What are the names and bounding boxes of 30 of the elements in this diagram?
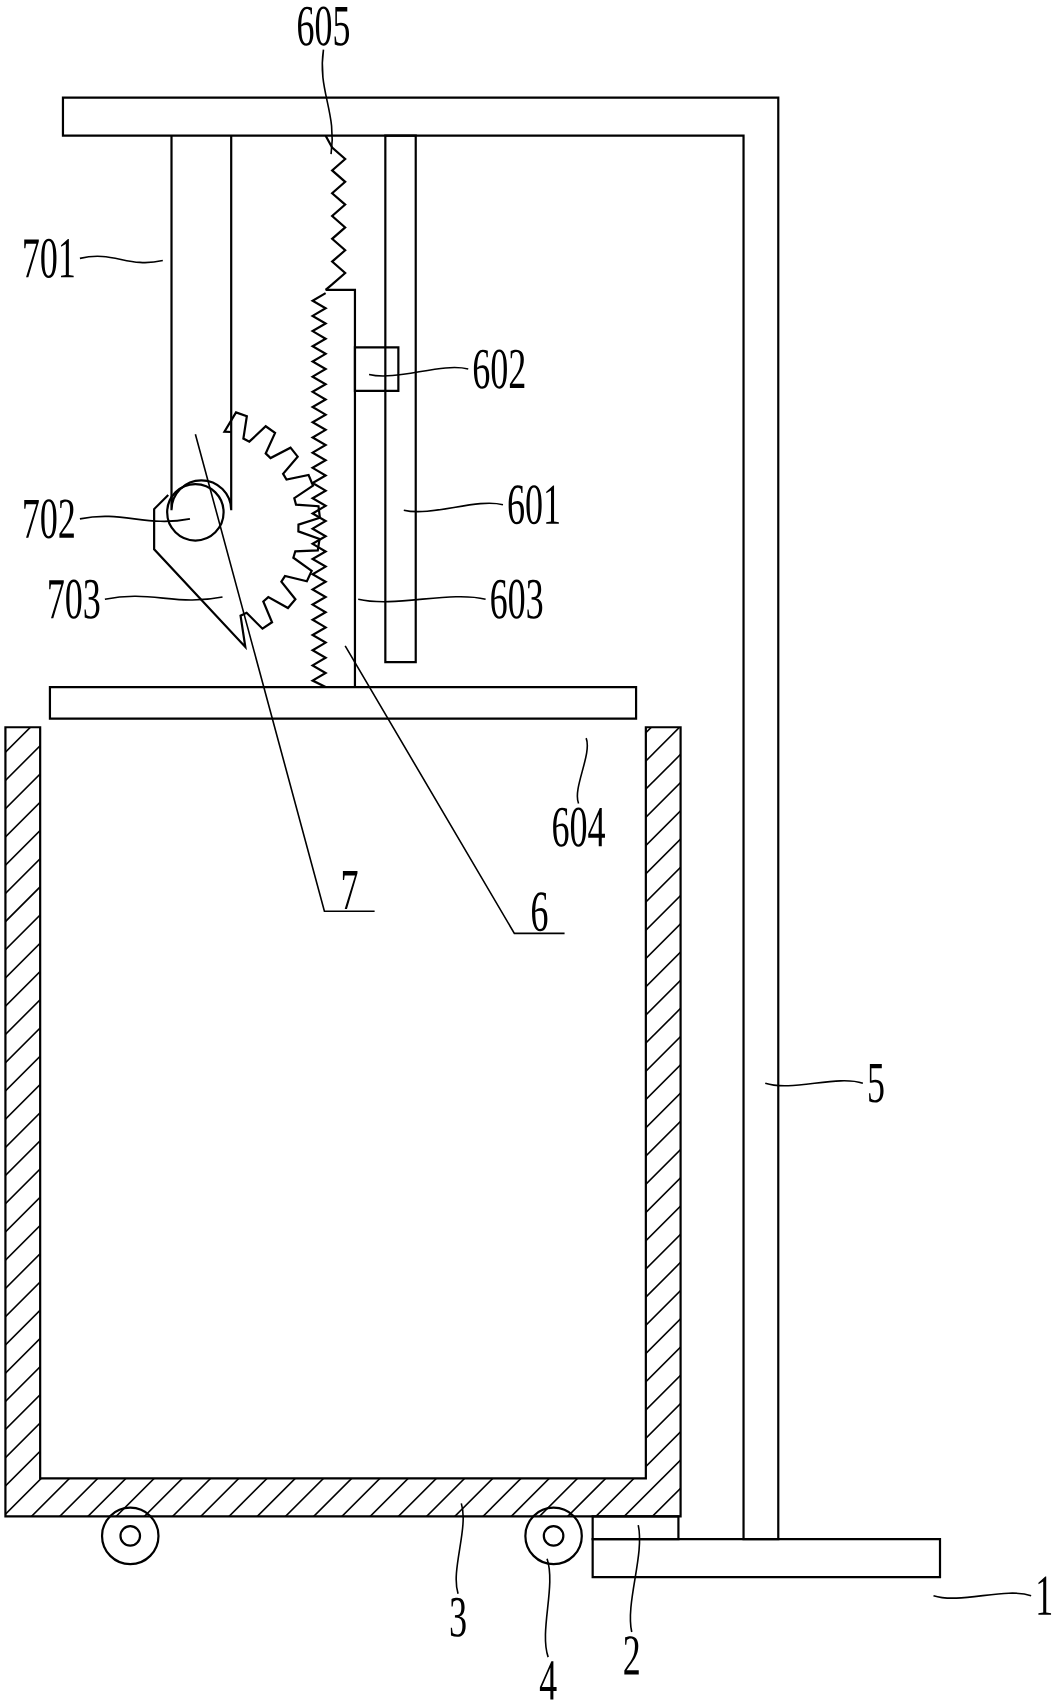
leader-line: [455, 1502, 464, 1595]
callout-number: 601: [508, 485, 559, 525]
callout-number: 702: [24, 499, 74, 539]
callout-number: 2: [624, 1636, 639, 1675]
leader-line: [402, 502, 504, 513]
leader-line: [321, 48, 333, 155]
callout-number: 602: [473, 349, 525, 389]
leader-line: [344, 645, 566, 935]
callout-number: 3: [450, 1597, 466, 1637]
leader-line: [932, 1592, 1032, 1599]
leader-line: [368, 366, 469, 377]
callout-number: 703: [49, 579, 100, 619]
callout-number: 603: [491, 579, 543, 619]
callout-number: 604: [553, 807, 605, 847]
leader-line: [104, 595, 224, 601]
callout-number: 1: [1038, 1576, 1051, 1615]
leader-line: [544, 1557, 551, 1658]
callout-number: 5: [869, 1064, 884, 1103]
callout-number: 4: [539, 1661, 557, 1700]
leader-line: [576, 737, 588, 805]
leader-line: [764, 1080, 864, 1087]
callout-number: 605: [298, 6, 349, 46]
leader-line: [629, 1524, 641, 1633]
leader-line: [357, 595, 487, 603]
callout-number: 701: [24, 238, 74, 278]
callout-number: 7: [342, 871, 358, 910]
leader-line: [79, 515, 191, 523]
callout-number: 6: [531, 892, 548, 932]
leader-line: [194, 433, 376, 912]
leader-line: [79, 255, 164, 264]
